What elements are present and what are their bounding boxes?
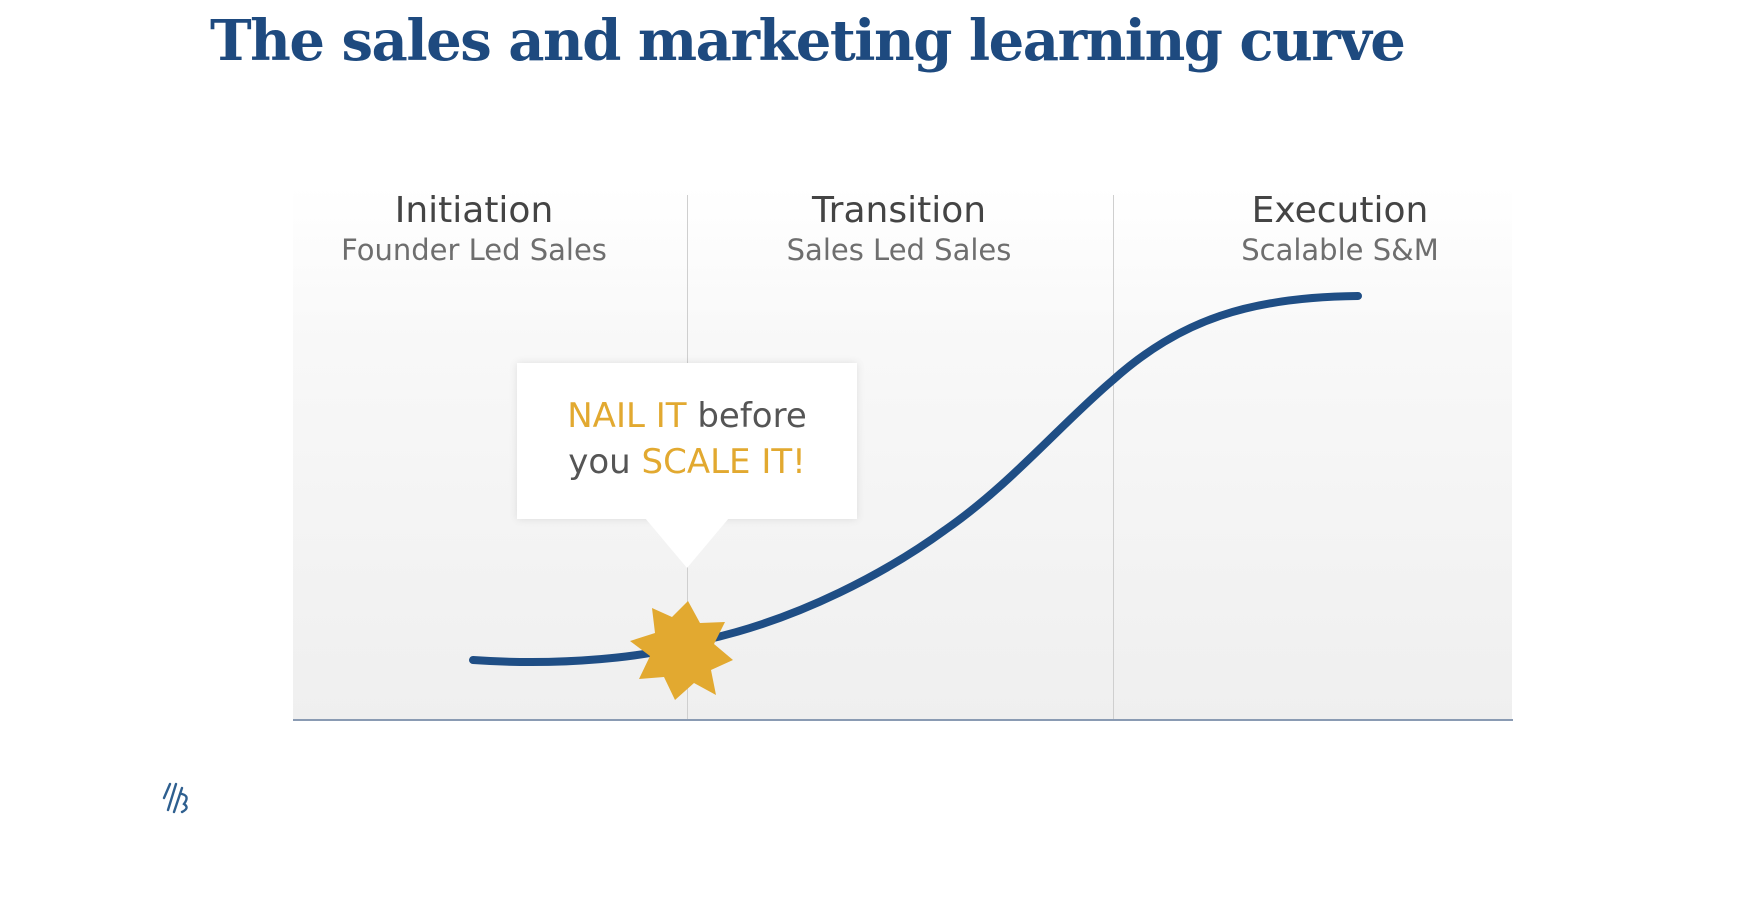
callout-pointer <box>645 518 729 568</box>
diagram-panel <box>293 185 1512 720</box>
phase-subtitle: Scalable S&M <box>1241 233 1439 267</box>
callout-accent-nail-it: NAIL IT <box>567 396 687 436</box>
phase-divider-2 <box>1113 195 1114 719</box>
callout-line-2: you SCALE IT! <box>517 439 857 485</box>
star-burst-icon <box>630 601 733 700</box>
phase-subtitle: Founder Led Sales <box>341 233 607 267</box>
phase-initiation: Initiation Founder Led Sales <box>294 190 654 268</box>
phase-title: Transition <box>811 190 987 231</box>
callout-box: NAIL IT before you SCALE IT! <box>517 363 857 519</box>
phase-title: Initiation <box>394 190 554 231</box>
callout-text-before: before <box>697 396 807 436</box>
phase-execution: Execution Scalable S&M <box>1160 190 1520 268</box>
brand-logo-icon <box>162 782 188 814</box>
diagram-baseline <box>293 719 1513 721</box>
callout-line-1: NAIL IT before <box>517 393 857 439</box>
callout-accent-scale-it: SCALE IT! <box>641 442 806 482</box>
page-title: The sales and marketing learning curve <box>210 8 1406 74</box>
phase-title: Execution <box>1251 190 1429 231</box>
phase-transition: Transition Sales Led Sales <box>719 190 1079 268</box>
phase-subtitle: Sales Led Sales <box>786 233 1012 267</box>
callout-text-you: you <box>568 442 631 482</box>
